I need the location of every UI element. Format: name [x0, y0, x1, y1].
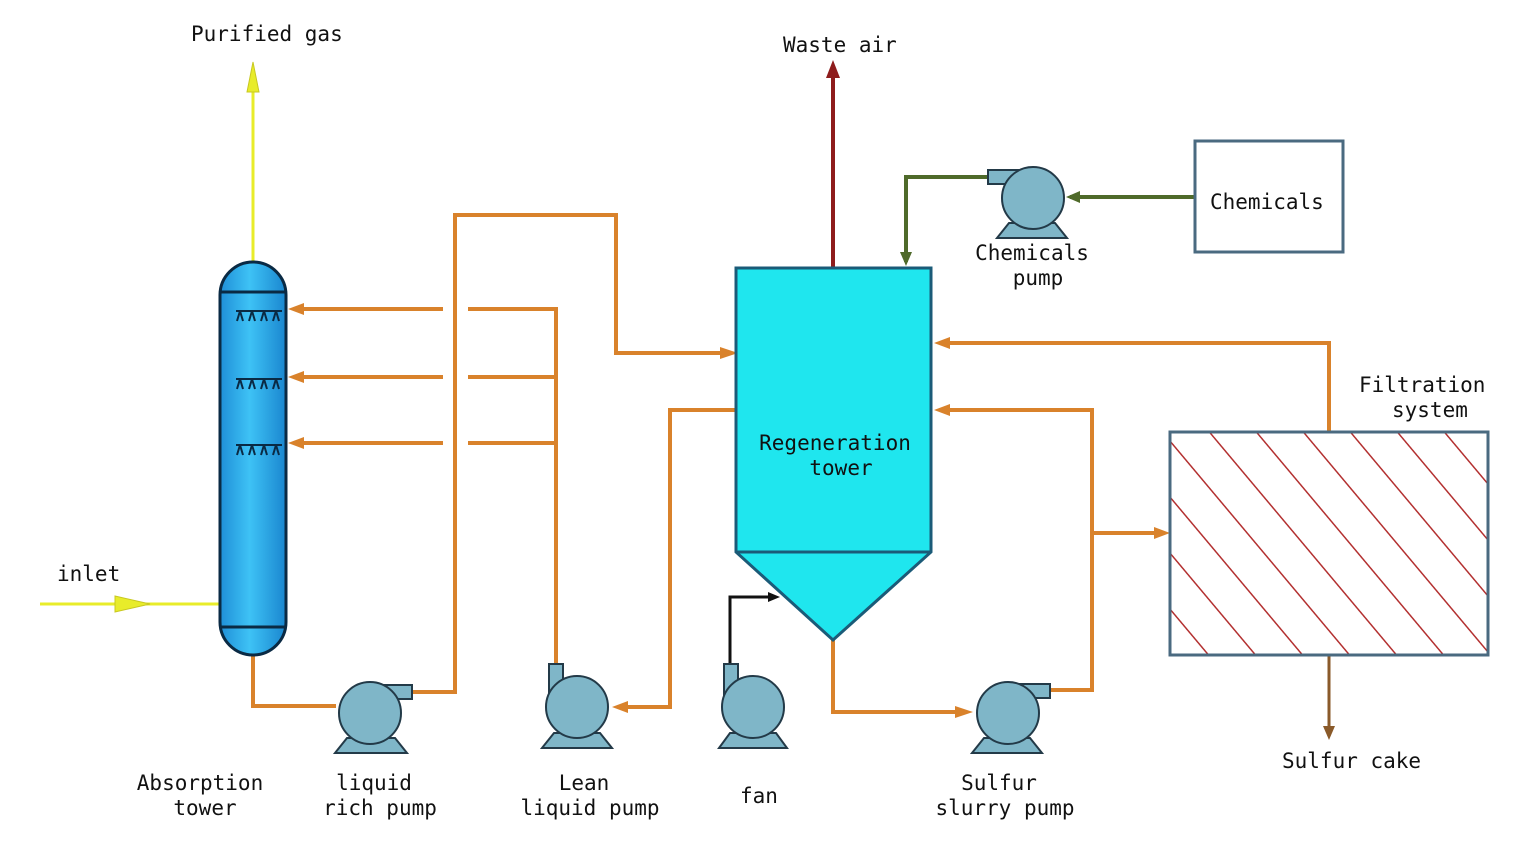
chemical-arrow-2: [900, 252, 912, 266]
regen-label-line1: Regeneration: [759, 431, 911, 455]
chemicals-pump-label: Chemicals pump: [966, 241, 1098, 291]
fan-label: fan: [740, 784, 778, 808]
liquid-arrowheads: [288, 303, 1170, 718]
fan-pump: [717, 663, 789, 749]
filtration-system: [1168, 430, 1490, 657]
purified-gas-label: Purified gas: [191, 22, 343, 46]
chemical-line: [904, 175, 1195, 262]
chemicals-pump-label-line2: pump: [1012, 266, 1064, 290]
chemicals-pump-label-line1: Chemicals: [975, 241, 1089, 265]
liquid-rich-pump: [332, 681, 413, 754]
regen-label-line2: tower: [809, 456, 873, 480]
purified-gas-line: [246, 61, 260, 262]
inlet-label: inlet: [57, 562, 121, 586]
chemicals-box: [1193, 139, 1345, 254]
fan-line: [728, 592, 780, 665]
sulfur-slurry-pump: [969, 681, 1051, 754]
chemicals-box-label: Chemicals: [1210, 190, 1324, 214]
sulfur-cake-label: Sulfur cake: [1282, 749, 1422, 773]
inlet-line: [40, 595, 220, 613]
lean-liquid-pump: [539, 663, 615, 749]
waste-air-label: Waste air: [783, 33, 897, 57]
filtration-label-line1: Filtration: [1359, 373, 1486, 397]
filtration-label-line2: system: [1392, 398, 1468, 422]
lean-pump-label-line2: liquid pump: [520, 796, 660, 820]
rich-pump-label-line2: rich pump: [323, 796, 437, 820]
lean-pump-label-line1: Lean: [558, 771, 610, 795]
regeneration-tower: [734, 266, 933, 643]
slurry-pump-label-line1: Sulfur: [961, 771, 1037, 795]
chemical-arrow-1: [1066, 191, 1080, 203]
absorption-tower-label: Absorption tower: [130, 771, 270, 821]
slurry-pump-label-line2: slurry pump: [935, 796, 1075, 820]
sulfur-cake-line: [1323, 655, 1335, 740]
rich-pump-label-line1: liquid: [336, 771, 412, 795]
regeneration-tower-label: Regeneration tower: [753, 431, 917, 481]
liquid-pipes: [251, 213, 1331, 714]
absorption-tower: [218, 260, 288, 657]
filtration-system-label: Filtration system: [1359, 373, 1499, 423]
chemicals-pump: [987, 166, 1070, 239]
waste-air-line: [826, 60, 840, 268]
absorption-label-line2: tower: [173, 796, 237, 820]
sulfur-slurry-pump-label: Sulfur slurry pump: [930, 771, 1080, 821]
absorption-label-line1: Absorption: [136, 771, 264, 795]
lean-liquid-pump-label: Lean liquid pump: [510, 771, 670, 821]
liquid-rich-pump-label: liquid rich pump: [310, 771, 450, 821]
